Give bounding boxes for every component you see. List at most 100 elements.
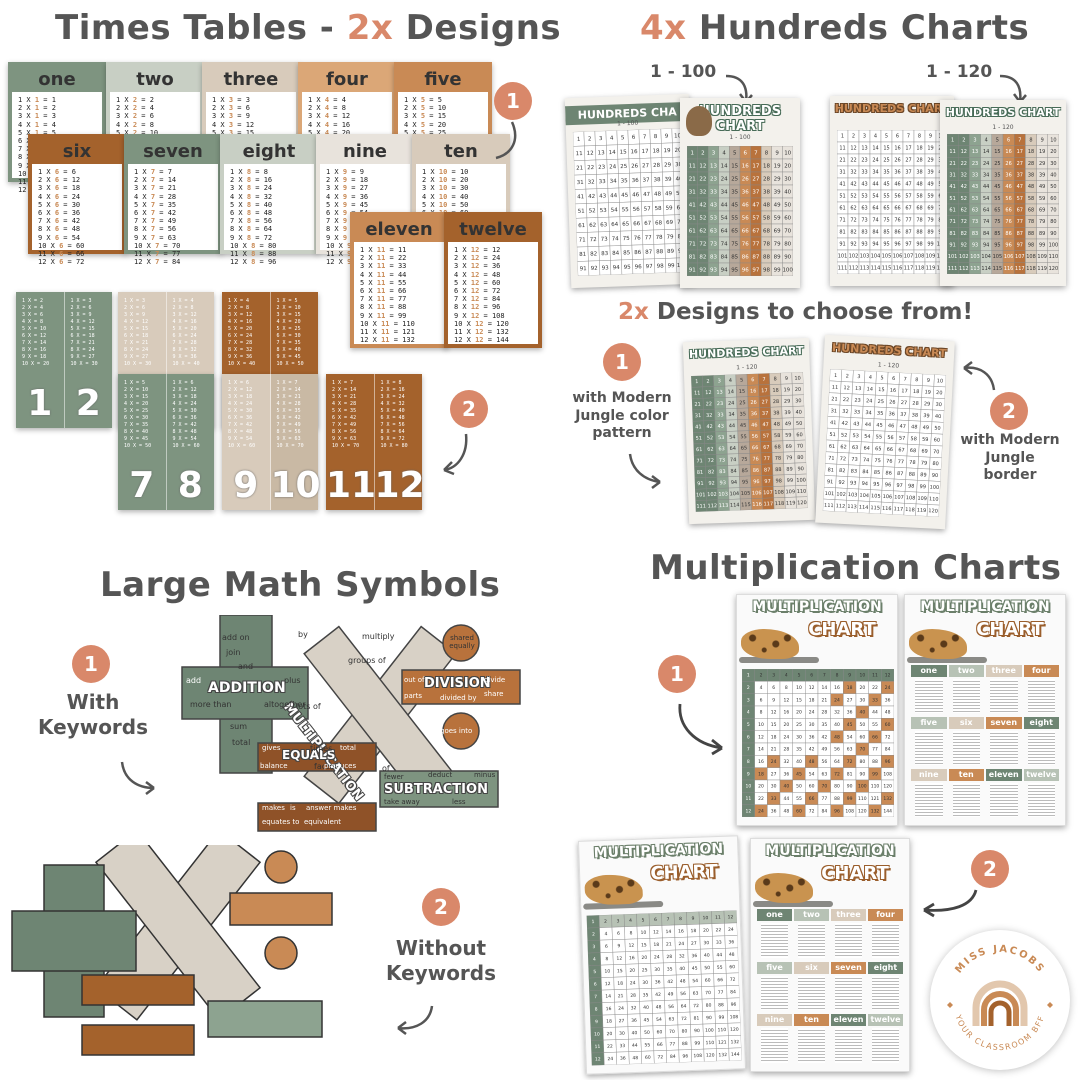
- svg-text:59: 59: [927, 194, 933, 200]
- svg-text:86: 86: [634, 250, 642, 256]
- svg-text:32: 32: [631, 1005, 637, 1011]
- svg-text:35: 35: [883, 170, 889, 176]
- keyword: sum: [230, 722, 248, 731]
- svg-text:34: 34: [983, 173, 989, 179]
- svg-text:58: 58: [916, 194, 922, 200]
- svg-text:25: 25: [883, 158, 889, 164]
- svg-text:30: 30: [796, 734, 802, 740]
- svg-text:61: 61: [578, 223, 585, 229]
- svg-text:38: 38: [763, 189, 770, 195]
- svg-text:57: 57: [1017, 196, 1023, 202]
- svg-text:16: 16: [894, 146, 900, 152]
- svg-text:107: 107: [763, 490, 773, 496]
- svg-text:62: 62: [840, 444, 847, 450]
- svg-text:1: 1: [592, 919, 595, 925]
- svg-text:114: 114: [981, 266, 991, 272]
- svg-text:22: 22: [715, 927, 721, 933]
- svg-text:44: 44: [865, 422, 872, 428]
- svg-text:36: 36: [847, 710, 853, 716]
- strip-number: 2: [75, 383, 101, 424]
- svg-text:61: 61: [839, 206, 845, 212]
- svg-text:8: 8: [679, 916, 682, 922]
- svg-text:38: 38: [1028, 173, 1034, 179]
- svg-text:108: 108: [845, 808, 854, 814]
- svg-text:46: 46: [888, 423, 895, 429]
- keyword: add: [186, 676, 202, 685]
- svg-text:9: 9: [747, 771, 750, 777]
- svg-text:96: 96: [742, 267, 749, 273]
- svg-text:50: 50: [704, 965, 710, 971]
- times-card-title: six: [32, 138, 122, 164]
- svg-text:8: 8: [595, 1007, 598, 1013]
- svg-text:90: 90: [859, 771, 865, 777]
- svg-text:80: 80: [1050, 219, 1056, 225]
- svg-text:44: 44: [729, 423, 736, 429]
- svg-text:12: 12: [885, 673, 891, 679]
- svg-text:35: 35: [877, 411, 884, 417]
- svg-text:42: 42: [706, 424, 713, 430]
- keyword: of: [382, 764, 390, 773]
- svg-text:77: 77: [752, 241, 759, 247]
- svg-text:14: 14: [609, 150, 617, 156]
- svg-text:4: 4: [760, 685, 763, 691]
- svg-text:12: 12: [587, 151, 594, 157]
- svg-text:47: 47: [752, 202, 759, 208]
- times-card-title: five: [398, 66, 488, 92]
- svg-text:68: 68: [910, 448, 917, 454]
- svg-text:69: 69: [921, 449, 928, 455]
- svg-text:39: 39: [927, 170, 933, 176]
- badge-2-mult: 2: [971, 850, 1009, 888]
- svg-text:63: 63: [852, 445, 859, 451]
- keyword: share: [484, 690, 504, 698]
- mult-tab-twelve: twelve: [1023, 769, 1059, 781]
- svg-text:15: 15: [994, 149, 1000, 155]
- svg-text:36: 36: [728, 939, 734, 945]
- svg-text:53: 53: [718, 435, 725, 441]
- svg-text:18: 18: [653, 942, 659, 948]
- svg-text:16: 16: [631, 149, 639, 155]
- svg-text:9: 9: [691, 916, 694, 922]
- svg-text:72: 72: [708, 458, 715, 464]
- svg-text:44: 44: [721, 202, 728, 208]
- svg-text:16: 16: [678, 928, 684, 934]
- svg-text:60: 60: [859, 734, 865, 740]
- svg-text:100: 100: [782, 267, 793, 273]
- svg-text:35: 35: [821, 722, 827, 728]
- keyword: factor: [314, 762, 338, 771]
- svg-text:57: 57: [905, 194, 911, 200]
- svg-text:70: 70: [705, 990, 711, 996]
- curved-arrow-icon: [397, 1005, 434, 1035]
- svg-text:24: 24: [609, 164, 617, 170]
- svg-text:61: 61: [696, 447, 703, 453]
- svg-text:4: 4: [729, 378, 732, 384]
- mult-facts: [872, 975, 899, 1011]
- svg-text:9: 9: [595, 1019, 598, 1025]
- svg-text:6: 6: [632, 135, 636, 141]
- svg-text:59: 59: [774, 215, 781, 221]
- svg-text:3: 3: [973, 138, 976, 144]
- svg-text:102: 102: [849, 254, 859, 260]
- svg-text:66: 66: [809, 796, 815, 802]
- svg-text:18: 18: [847, 685, 853, 691]
- svg-text:112: 112: [959, 266, 969, 272]
- svg-text:99: 99: [927, 242, 933, 248]
- svg-text:110: 110: [718, 1027, 727, 1033]
- keyword: join: [226, 648, 241, 657]
- svg-text:115: 115: [993, 266, 1003, 272]
- svg-text:112: 112: [849, 266, 859, 272]
- svg-text:104: 104: [859, 493, 869, 499]
- svg-text:44: 44: [983, 184, 989, 190]
- mult-tab-three: three: [831, 909, 866, 921]
- keyword: more than: [190, 700, 232, 709]
- svg-text:70: 70: [1050, 208, 1056, 214]
- svg-text:27: 27: [901, 400, 908, 406]
- svg-text:24: 24: [771, 759, 777, 765]
- svg-text:20: 20: [783, 722, 789, 728]
- svg-text:71: 71: [949, 219, 955, 225]
- svg-text:109: 109: [785, 489, 795, 495]
- svg-text:15: 15: [771, 722, 777, 728]
- svg-text:36: 36: [894, 170, 900, 176]
